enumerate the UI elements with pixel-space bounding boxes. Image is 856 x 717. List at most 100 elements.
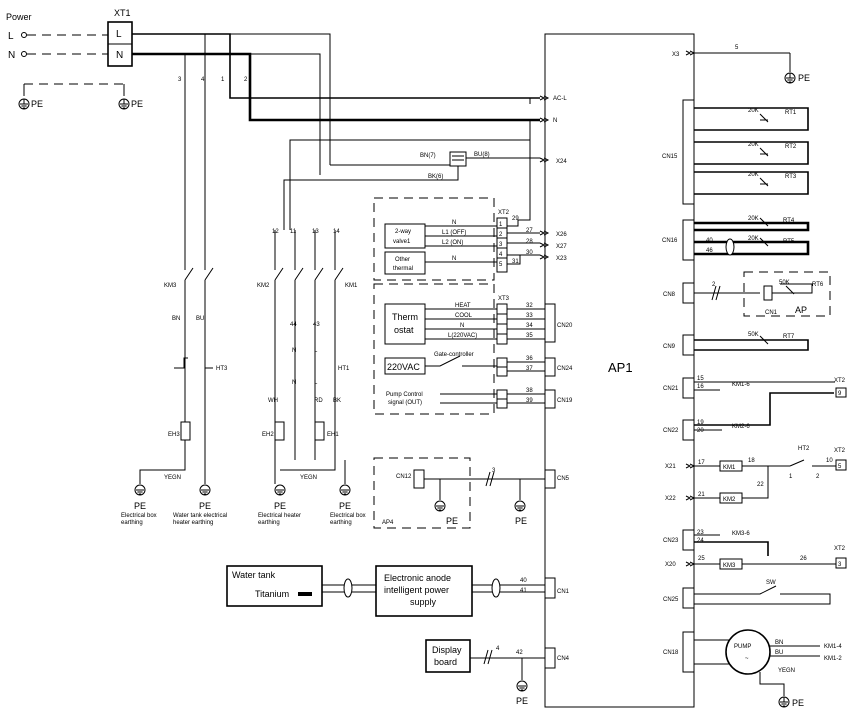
svg-text:18: 18 — [748, 458, 755, 464]
svg-text:Electrical box: Electrical box — [330, 513, 366, 519]
svg-text:1: 1 — [499, 222, 503, 228]
svg-text:PE: PE — [199, 501, 211, 511]
pe-icon — [778, 696, 790, 708]
ap1-left-terminals: AC-L N X24 X26 X27 X23 CN20 CN24 CN19 CN… — [539, 95, 573, 669]
svg-text:PE: PE — [446, 516, 458, 526]
svg-text:CN19: CN19 — [557, 398, 573, 404]
svg-text:2: 2 — [499, 232, 503, 238]
pe-icon — [18, 98, 30, 110]
svg-text:PE: PE — [31, 99, 43, 109]
svg-text:Electronic anode: Electronic anode — [384, 573, 451, 583]
svg-text:42: 42 — [516, 650, 523, 656]
svg-text:L: L — [314, 348, 318, 354]
svg-text:2: 2 — [816, 474, 820, 480]
svg-text:46: 46 — [706, 248, 713, 254]
svg-text:BK(6): BK(6) — [428, 174, 443, 180]
svg-text:YEGN: YEGN — [300, 475, 317, 481]
svg-text:BU: BU — [196, 316, 204, 322]
svg-text:N: N — [553, 118, 557, 124]
pe-icon — [784, 72, 796, 84]
power-label: Power — [6, 12, 32, 22]
svg-text:L1 (OFF): L1 (OFF) — [442, 230, 466, 236]
svg-text:17: 17 — [698, 460, 705, 466]
svg-text:KM2: KM2 — [257, 283, 270, 289]
svg-text:CN15: CN15 — [662, 154, 678, 160]
svg-text:CN1: CN1 — [557, 589, 570, 595]
svg-text:~: ~ — [745, 656, 749, 662]
svg-text:X23: X23 — [556, 256, 567, 262]
svg-text:20K: 20K — [748, 108, 759, 114]
svg-text:10: 10 — [826, 458, 833, 464]
svg-text:CN23: CN23 — [663, 538, 679, 544]
ap1-board: AP1 — [544, 33, 695, 708]
svg-text:29: 29 — [512, 216, 519, 222]
svg-text:BN: BN — [172, 316, 180, 322]
svg-text:3: 3 — [838, 562, 842, 568]
earthing-grounds: YEGN PE PE Electrical box earthing Water… — [121, 460, 366, 526]
svg-text:23: 23 — [697, 530, 704, 536]
svg-text:N: N — [452, 256, 456, 262]
svg-text:3: 3 — [178, 77, 182, 83]
svg-text:RT4: RT4 — [783, 218, 795, 224]
svg-text:34: 34 — [526, 323, 533, 329]
ap1-label: AP1 — [608, 360, 633, 375]
svg-text:X22: X22 — [665, 496, 676, 502]
svg-text:Titanium: Titanium — [255, 589, 289, 599]
svg-text:CN18: CN18 — [663, 650, 679, 656]
svg-text:KM1: KM1 — [345, 283, 358, 289]
svg-text:X27: X27 — [556, 244, 567, 250]
svg-text:5: 5 — [838, 464, 842, 470]
svg-text:L(220VAC): L(220VAC) — [448, 333, 477, 339]
svg-text:50K: 50K — [779, 280, 790, 286]
svg-text:HEAT: HEAT — [455, 303, 471, 309]
power-l-label: L — [8, 31, 14, 42]
svg-text:RT7: RT7 — [783, 334, 795, 340]
svg-text:SW: SW — [766, 580, 776, 586]
main-bus: 3 4 1 2 — [132, 33, 540, 230]
svg-text:XT2: XT2 — [834, 378, 846, 384]
svg-text:HT2: HT2 — [798, 446, 810, 452]
svg-text:37: 37 — [526, 366, 533, 372]
svg-text:EH2: EH2 — [262, 432, 274, 438]
pe-grounds: PE PE PE PE — [18, 72, 810, 708]
svg-text:Electrical heater: Electrical heater — [258, 513, 301, 519]
svg-text:PE: PE — [798, 73, 810, 83]
svg-text:41: 41 — [520, 588, 527, 594]
svg-text:KM3: KM3 — [164, 283, 177, 289]
svg-text:20K: 20K — [748, 142, 759, 148]
xt2-block: XT2 2-way valve1 Other thermal 1 2 3 4 5… — [373, 120, 540, 281]
svg-text:HT3: HT3 — [216, 366, 228, 372]
svg-text:N: N — [460, 323, 464, 329]
svg-text:KM3-6: KM3-6 — [732, 531, 750, 537]
svg-text:BN(7): BN(7) — [420, 153, 436, 159]
power-n-label: N — [8, 50, 15, 61]
svg-text:RT2: RT2 — [785, 144, 797, 150]
svg-text:20K: 20K — [748, 236, 759, 242]
svg-text:N: N — [452, 220, 456, 226]
svg-text:20K: 20K — [748, 216, 759, 222]
svg-text:X26: X26 — [556, 232, 567, 238]
svg-text:2: 2 — [712, 282, 716, 288]
svg-text:COOL: COOL — [455, 313, 473, 319]
svg-text:RT1: RT1 — [785, 110, 797, 116]
svg-text:CN9: CN9 — [663, 344, 676, 350]
svg-text:24: 24 — [697, 538, 704, 544]
svg-text:PE: PE — [339, 501, 351, 511]
svg-text:CN21: CN21 — [663, 386, 679, 392]
svg-text:KM1-2: KM1-2 — [824, 656, 842, 662]
svg-text:27: 27 — [526, 228, 533, 234]
svg-text:PE: PE — [134, 501, 146, 511]
svg-text:RT3: RT3 — [785, 174, 797, 180]
svg-text:Pump Control: Pump Control — [386, 392, 423, 398]
svg-text:16: 16 — [697, 384, 704, 390]
svg-text:KM1-4: KM1-4 — [824, 644, 842, 650]
x24-sensor: BN(7) BU(8) BK(6) — [283, 151, 540, 230]
svg-text:21: 21 — [698, 492, 705, 498]
svg-text:PUMP: PUMP — [734, 644, 751, 650]
svg-text:Other: Other — [395, 257, 410, 263]
svg-text:3: 3 — [492, 468, 496, 474]
svg-text:RT6: RT6 — [812, 282, 824, 288]
xt1-n: N — [116, 50, 123, 61]
svg-text:2: 2 — [244, 77, 248, 83]
